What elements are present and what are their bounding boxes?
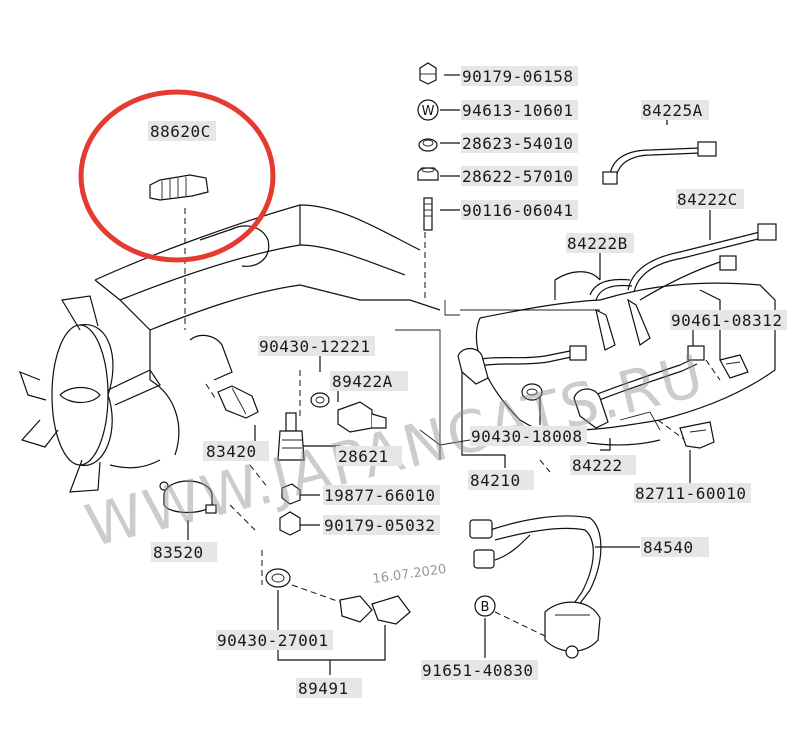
part-gasket-90430-18008	[521, 383, 543, 401]
part-83520-switch	[159, 480, 217, 514]
highlight-circle	[78, 89, 276, 263]
part-stud-90116	[423, 197, 433, 231]
label-90179-05032: 90179-05032	[324, 516, 435, 535]
label-84222: 84222	[572, 456, 623, 475]
label-90461-08312: 90461-08312	[671, 311, 782, 330]
part-bracket-82711	[679, 421, 715, 449]
label-28621: 28621	[338, 447, 389, 466]
part-gasket-90430-12221	[310, 392, 330, 408]
part-84225a-harness	[602, 141, 717, 185]
label-84222b: 84222B	[567, 234, 628, 253]
label-19877-66010: 19877-66010	[324, 486, 435, 505]
leader-lines	[184, 208, 721, 637]
part-89422a-sensor	[337, 401, 387, 433]
part-84222-sensor	[573, 345, 705, 429]
part-nut-19877	[281, 483, 301, 505]
washer-w-letter: W	[422, 104, 435, 119]
bolt-b-symbol: B	[474, 595, 496, 617]
part-labels: 88620C 90179-06158 94613-10601 28623-540…	[148, 66, 787, 698]
label-90430-27001: 90430-27001	[217, 631, 328, 650]
label-28622-57010: 28622-57010	[462, 167, 573, 186]
date-stamp: 16.07.2020	[372, 562, 448, 587]
label-90430-12221: 90430-12221	[259, 337, 370, 356]
callout-lines	[187, 74, 711, 675]
bolt-b-letter: B	[481, 600, 490, 615]
label-28623-54010: 28623-54010	[462, 134, 573, 153]
part-84222b-harness	[589, 278, 633, 351]
part-bushing-28622	[417, 167, 439, 181]
label-84210: 84210	[470, 471, 521, 490]
part-84222c-harness	[627, 223, 777, 346]
part-nut-90179-06158	[419, 62, 437, 85]
label-83520: 83520	[153, 543, 204, 562]
label-83420: 83420	[206, 442, 257, 461]
part-88620c-switch	[149, 174, 209, 201]
label-84225a: 84225A	[642, 101, 703, 120]
part-84540-harness	[469, 515, 602, 659]
part-83420-sender	[217, 385, 259, 419]
label-84540: 84540	[643, 538, 694, 557]
part-gasket-90430-27001	[265, 568, 291, 588]
label-82711-60010: 82711-60010	[635, 484, 746, 503]
part-84210-sensor	[457, 345, 587, 385]
part-28621-sensor	[277, 412, 305, 461]
part-nut-90179-05032	[279, 511, 301, 536]
engine-outline	[19, 204, 776, 493]
label-89491: 89491	[298, 679, 349, 698]
part-clip-90461	[719, 354, 749, 379]
label-90179-06158: 90179-06158	[462, 67, 573, 86]
label-84222c: 84222C	[677, 190, 738, 209]
label-89422a: 89422A	[332, 372, 393, 391]
label-94613-10601: 94613-10601	[462, 101, 573, 120]
label-90116-06041: 90116-06041	[462, 201, 573, 220]
part-89491-sensor	[339, 595, 411, 625]
label-91651-40830: 91651-40830	[422, 661, 533, 680]
label-88620c: 88620C	[150, 122, 211, 141]
label-90430-18008: 90430-18008	[471, 427, 582, 446]
part-grommet-28623	[418, 138, 438, 152]
washer-w-symbol: W	[417, 99, 439, 121]
